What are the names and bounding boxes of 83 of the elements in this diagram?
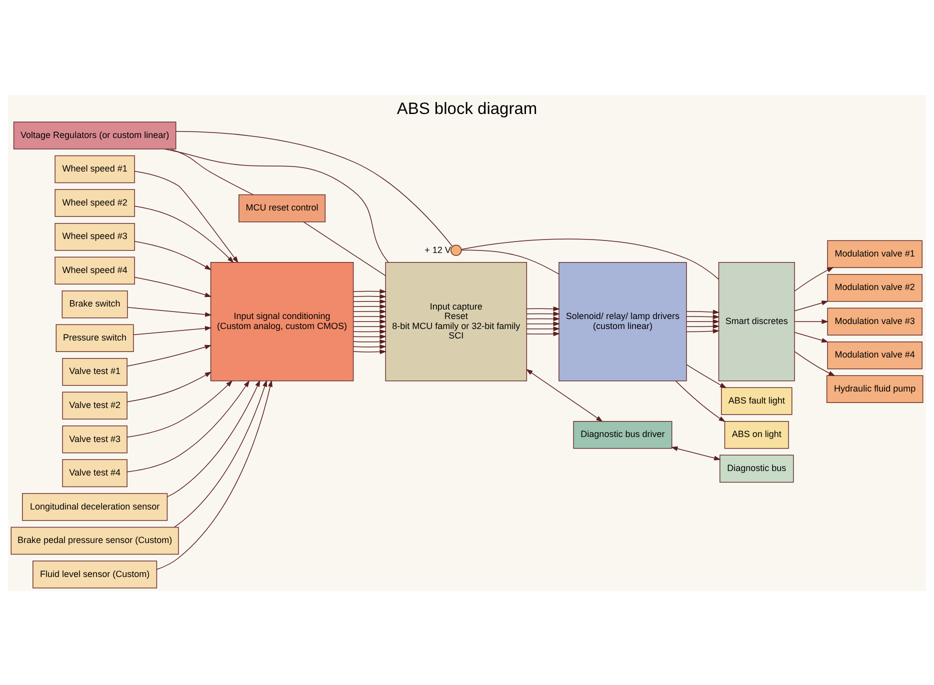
arrow <box>353 334 386 339</box>
arrow <box>126 344 212 366</box>
arrow <box>353 348 386 354</box>
arrow <box>353 308 386 314</box>
arrow <box>670 446 721 460</box>
node-box: Brake switch <box>62 290 128 318</box>
arrow <box>126 371 212 402</box>
node-box: Hydraulic fluid pump <box>826 374 924 403</box>
arrow <box>526 306 560 311</box>
node-box: Smart discretes <box>718 261 795 381</box>
arrow <box>134 170 238 263</box>
node-box: Valve test #1 <box>62 358 128 386</box>
arrow <box>686 309 720 314</box>
arrow <box>675 380 726 422</box>
connector <box>461 249 560 274</box>
node-box: Brake pedal pressure sensor (Custom) <box>10 526 179 554</box>
arrow <box>134 276 212 297</box>
arrow <box>794 300 828 311</box>
connector <box>303 221 386 276</box>
node-box: Solenoid/ relay/ lamp drivers (custom linear) <box>558 261 687 381</box>
arrow <box>353 304 386 308</box>
node-box: Diagnostic bus <box>720 454 794 482</box>
node-box: Input capture Reset 8-bit MCU family or 32-bit family SCI <box>385 261 528 381</box>
connector <box>164 148 389 262</box>
arrow <box>526 316 560 321</box>
node-box: MCU reset control <box>238 194 326 222</box>
arrow <box>526 310 560 316</box>
node-box: ABS on light <box>724 420 789 448</box>
node-circle <box>450 244 462 256</box>
node-box: Modulation valve #3 <box>827 307 922 335</box>
node-box: Input signal conditioning (Custom analog, custom CMOS) <box>210 261 354 381</box>
node-box: Wheel speed #4 <box>54 256 135 284</box>
arrow <box>353 338 386 344</box>
arrow <box>686 364 727 388</box>
node-box: Modulation valve #4 <box>827 341 922 369</box>
arrow <box>353 294 386 298</box>
arrow <box>794 332 828 342</box>
arrow <box>156 379 273 570</box>
connector <box>176 130 453 246</box>
diagram-title: ABS block diagram <box>396 100 538 118</box>
arrow <box>133 326 212 335</box>
node-box: Longitudinal deceleration sensor <box>22 492 168 520</box>
node-box: Valve test #3 <box>62 425 128 453</box>
node-box: Modulation valve #1 <box>827 240 922 268</box>
arrow <box>134 205 234 263</box>
arrow <box>686 318 720 324</box>
arrow <box>794 318 828 324</box>
node-label: + 12 V <box>424 244 451 255</box>
arrow <box>686 328 720 334</box>
arrow <box>526 330 560 336</box>
arrow <box>686 314 720 319</box>
node-box: Fluid level sensor (Custom) <box>32 560 158 588</box>
arrow <box>166 379 260 497</box>
arrow <box>174 379 268 527</box>
node-box: Wheel speed #2 <box>54 188 135 216</box>
connector <box>170 148 254 195</box>
node-box: Valve test #2 <box>62 391 128 420</box>
node-box: Diagnostic bus driver <box>573 420 672 448</box>
node-box: Valve test #4 <box>62 458 128 487</box>
arrow <box>353 314 386 318</box>
arrow <box>794 266 834 291</box>
arrow <box>526 326 560 331</box>
arrow <box>526 368 603 422</box>
arrow <box>526 320 560 326</box>
node-box: ABS fault light <box>721 386 792 415</box>
arrow <box>353 328 386 334</box>
arrow <box>134 240 212 270</box>
node-box: Wheel speed #1 <box>54 154 135 183</box>
connector <box>461 238 719 280</box>
arrow <box>794 350 836 376</box>
arrow <box>353 298 386 304</box>
node-box: Wheel speed #3 <box>54 222 135 250</box>
arrow <box>353 288 386 294</box>
node-box: Modulation valve #2 <box>827 273 922 302</box>
arrow <box>127 306 212 316</box>
arrow <box>353 344 386 349</box>
arrow <box>126 380 250 472</box>
node-box: Pressure switch <box>56 324 134 352</box>
arrow <box>686 324 720 328</box>
arrow <box>353 324 386 329</box>
node-box: Voltage Regulators (or custom linear) <box>13 121 176 149</box>
arrow <box>126 380 233 437</box>
arrow <box>353 318 386 324</box>
